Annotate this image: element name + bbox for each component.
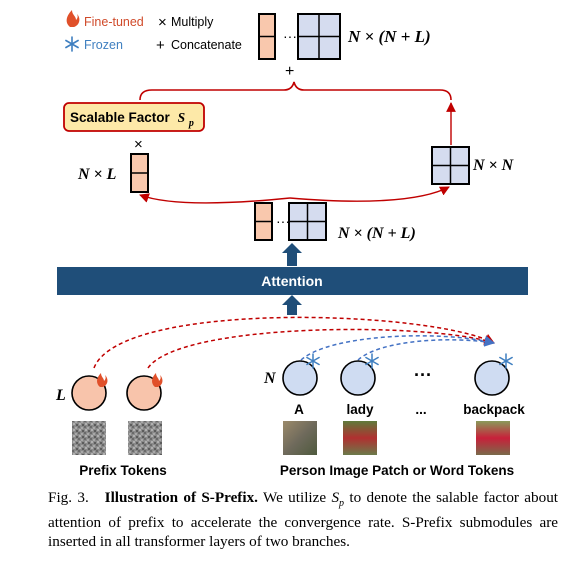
scalable-factor-subscript: p	[188, 118, 194, 129]
concat-brace	[139, 81, 452, 101]
caption-subscript: p	[339, 498, 345, 510]
prefix-noise-image-2	[128, 421, 162, 455]
legend-concatenate: Concatenate	[171, 38, 242, 52]
word-token-1	[282, 353, 320, 396]
snowflake-icon	[306, 353, 320, 369]
top-plus: +	[285, 63, 294, 80]
snowflake-icon	[65, 36, 79, 52]
prefix-token-2	[126, 373, 163, 411]
snowflake-icon	[499, 353, 513, 369]
svg-text:···: ···	[276, 213, 290, 229]
flame-icon	[66, 10, 80, 27]
flame-icon	[97, 373, 108, 387]
top-dimension: N × (N + L)	[347, 27, 431, 46]
scalable-factor-label: Scalable Factor	[70, 110, 171, 125]
right-frozen-matrix	[431, 146, 470, 185]
prefix-tokens-label: Prefix Tokens	[79, 463, 167, 478]
caption-text-before: We utilize	[263, 489, 327, 506]
left-prefix-matrix	[130, 153, 149, 193]
prefix-dim-label: L	[55, 387, 66, 404]
token-ellipsis: ···	[414, 365, 432, 385]
top-ellipsis: ···	[283, 28, 297, 44]
snowflake-icon	[365, 353, 379, 369]
scalable-factor-symbol: S	[178, 110, 186, 125]
caption-title: Illustration of S-Prefix.	[104, 489, 258, 506]
token-dim-label: N	[263, 370, 277, 387]
up-arrow-upper	[282, 243, 302, 266]
dashed-arrow-token-2	[357, 336, 496, 361]
legend-frozen: Frozen	[84, 38, 123, 52]
middle-dimension: N × (N + L)	[337, 225, 416, 242]
legend-fine-tuned: Fine-tuned	[84, 15, 144, 29]
figure-caption: Fig. 3. Illustration of S-Prefix. We uti…	[48, 488, 558, 551]
legend-multiply: Multiply	[171, 15, 214, 29]
dashed-arrow-prefix-1	[93, 316, 495, 369]
right-dimension: N × N	[472, 157, 515, 174]
arrow-to-left-matrix	[139, 193, 291, 204]
legend-concat-symbol: +	[156, 37, 165, 54]
image-patch-2	[343, 421, 377, 455]
caption-fig: Fig. 3.	[48, 489, 89, 506]
word-backpack: backpack	[463, 402, 525, 417]
word-a: A	[294, 402, 304, 417]
word-lady: lady	[346, 402, 374, 417]
svg-text:Scalable Factor S: Scalable Factor S p	[70, 110, 194, 129]
arrow-to-right-matrix	[289, 186, 450, 202]
multiply-sign: ×	[134, 136, 143, 153]
top-result-matrix: ···	[258, 13, 341, 60]
image-word-tokens-label: Person Image Patch or Word Tokens	[280, 463, 514, 478]
word-token-2	[340, 353, 379, 396]
caption-symbol: S	[331, 489, 340, 506]
image-patch-3	[476, 421, 510, 455]
prefix-noise-image-1	[72, 421, 106, 455]
dashed-arrow-prefix-2	[147, 328, 495, 369]
left-dimension: N × L	[77, 166, 117, 183]
legend: Fine-tuned × Multiply Frozen + Concatena…	[65, 10, 242, 54]
word-ellipsis: ...	[415, 402, 426, 417]
up-arrow-lower	[282, 295, 302, 315]
caption-text-after: to denote the salable factor about atten…	[48, 489, 559, 551]
scalable-factor-box: Scalable Factor S p	[63, 102, 205, 132]
dashed-arrow-token-1	[300, 335, 496, 361]
attention-label: Attention	[261, 273, 322, 289]
image-patch-1	[283, 421, 317, 455]
attention-bar	[57, 267, 528, 295]
flame-icon	[152, 373, 163, 387]
legend-multiply-symbol: ×	[158, 14, 167, 31]
word-token-3	[474, 353, 513, 396]
middle-matrix: ···	[254, 202, 327, 241]
prefix-token-1	[71, 373, 108, 411]
